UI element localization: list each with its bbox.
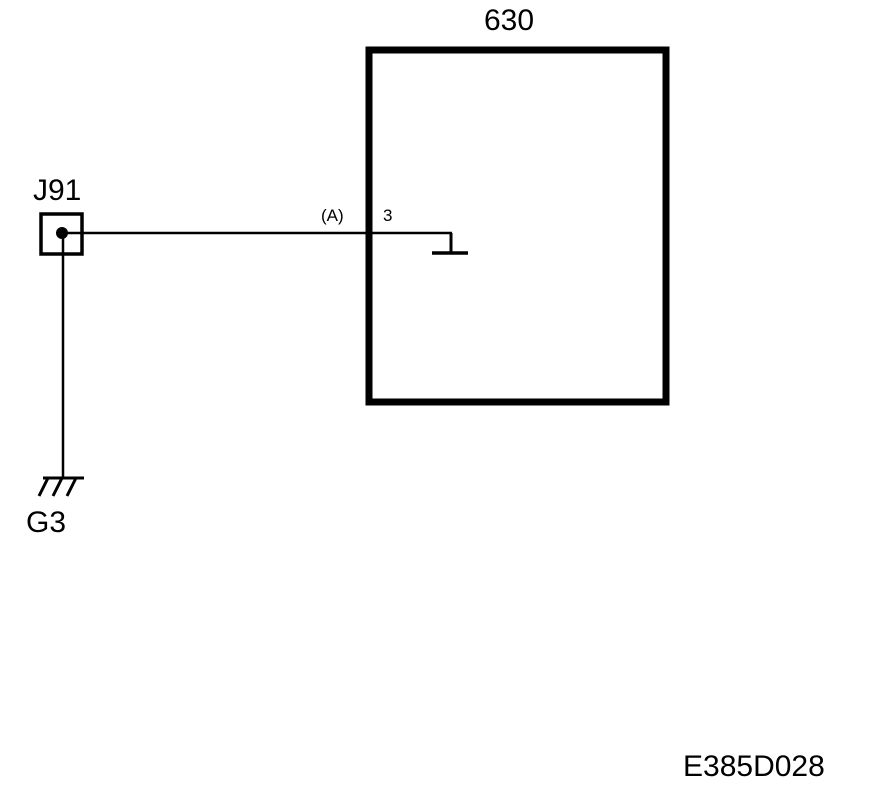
- ground-label: G3: [26, 506, 67, 539]
- ground-g3-symbol: [37, 476, 84, 497]
- pin-number-label: 3: [383, 206, 393, 225]
- figure-id-label: E385D028: [683, 750, 825, 783]
- junction-label: J91: [33, 174, 82, 207]
- connector-label: (A): [321, 206, 344, 225]
- component-label: 630: [484, 4, 535, 37]
- component-630-box: [365, 46, 670, 406]
